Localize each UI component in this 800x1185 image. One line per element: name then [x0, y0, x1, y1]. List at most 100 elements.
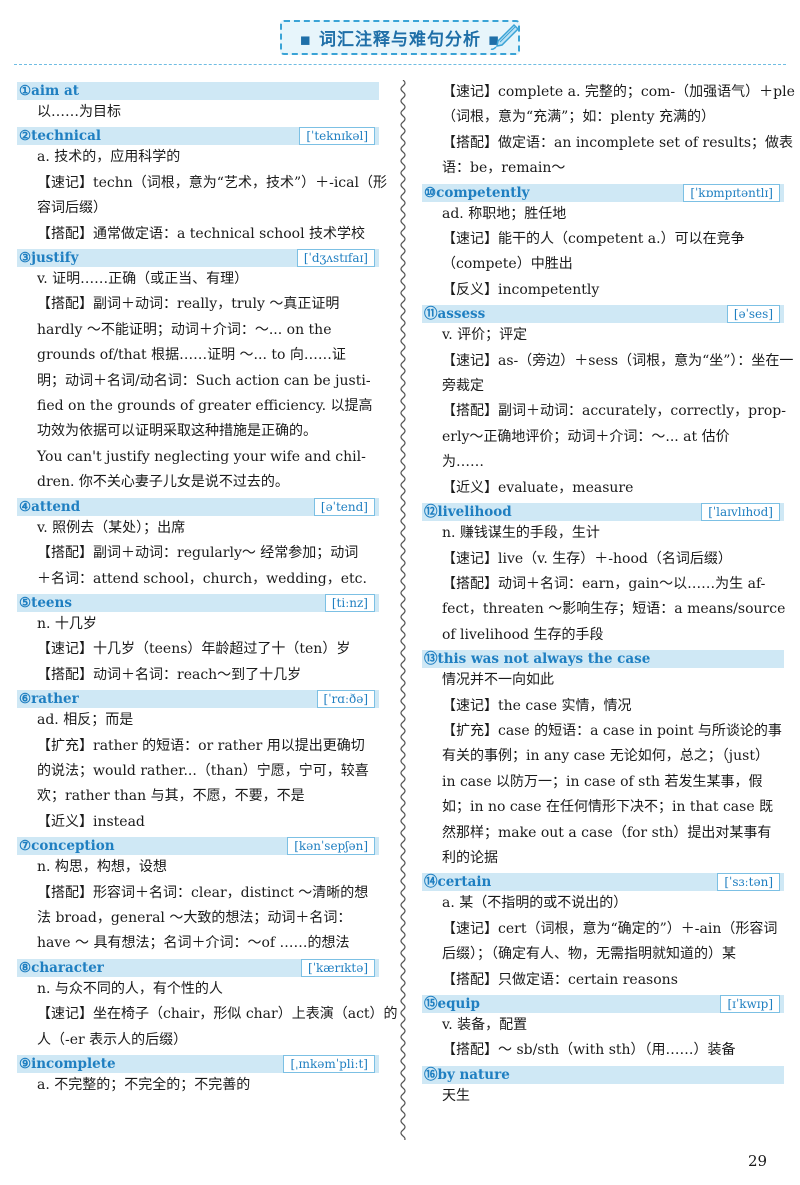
entry-heading: ⑮equip [ɪˈkwɪp]: [422, 995, 784, 1013]
entry-word: ⑦conception: [19, 838, 115, 855]
entry-line: a. 某（不指明的或不说出的）: [442, 895, 628, 912]
entry-line: n. 与众不同的人，有个性的人: [37, 980, 223, 997]
entry-heading: ②technical [ˈteknɪkəl]: [17, 127, 379, 146]
entry-phonetic: [ɪˈkwɪp]: [720, 995, 780, 1013]
entry-heading: ⑬this was not always the case: [422, 650, 784, 669]
entry-phonetic: [ˌɪnkəmˈpliːt]: [283, 1055, 375, 1073]
entry-line: 语：be，remain～: [442, 160, 566, 177]
entry-line: ＋名词：attend school，church，wedding，etc.: [37, 570, 367, 587]
entry-word: ⑫livelihood: [424, 504, 512, 521]
entry-line: 【搭配】副词＋动词：really，truly ～真正证明: [37, 296, 340, 313]
entry-line: 人（-er 表示人的后缀）: [37, 1031, 188, 1048]
entry-line: 【速记】cert（词根，意为“确定的”）＋-ain（形容词: [442, 920, 778, 937]
entry-line: 【搭配】动词＋名词：earn，gain～以……为生 af-: [442, 575, 766, 592]
entry-word: ⑤teens: [19, 594, 72, 611]
section-header: ▪ 词汇注释与难句分析 ▪: [0, 18, 800, 55]
entry-word: ⑬this was not always the case: [424, 651, 651, 668]
entry-line: 【搭配】副词＋动词：accurately，correctly，prop-: [442, 403, 786, 420]
entry-word: ⑮equip: [424, 996, 480, 1012]
entry-heading: ⑩competently [ˈkɒmpɪtəntlɪ]: [422, 183, 784, 202]
entry-heading: ⑪assess[əˈses]: [422, 305, 784, 324]
entry-phonetic: [kənˈsepʃən]: [287, 837, 375, 856]
entry-line: v. 装备，配置: [442, 1017, 528, 1033]
entry-line: （词根，意为“充满”；如：plenty 充满的）: [442, 109, 716, 126]
entry-line: 【搭配】形容词＋名词：clear，distinct ～清晰的想: [37, 884, 369, 901]
entry-line: fect，threaten ～影响生存；短语：a means/source: [442, 601, 786, 618]
entry-line: dren. 你不关心妻子儿女是说不过去的。: [37, 474, 289, 491]
entry-word: ⑥rather: [19, 691, 79, 708]
entry-line: 为……: [442, 454, 484, 471]
entry-heading: ④attend[əˈtend]: [17, 497, 379, 516]
entry-heading: ⑧character [ˈkærɪktə]: [17, 958, 379, 977]
entry-phonetic: [əˈses]: [726, 305, 780, 324]
entry-line: v. 评价；评定: [442, 327, 528, 344]
entry-line: 【搭配】做定语：an incomplete set of results；做表: [442, 134, 794, 151]
entry-word: ⑯by nature: [424, 1066, 510, 1083]
entry-line: v. 照例去（某处）；出席: [37, 519, 186, 536]
entry-word: ②technical: [19, 128, 102, 145]
entry-line: 利的论据: [442, 849, 498, 866]
entry-heading: ⑨incomplete [ˌɪnkəmˈpliːt]: [17, 1055, 379, 1073]
entry-line: 【速记】complete a. 完整的；com-（加强语气）＋ple: [442, 84, 795, 100]
entry-line: 【扩充】case 的短语：a case in point 与所谈论的事: [442, 722, 782, 739]
entry-line: 【搭配】动词＋名词：reach～到了十几岁: [37, 666, 302, 683]
entry-word: ⑨incomplete: [19, 1056, 116, 1072]
entry-phonetic: [ˈteknɪkəl]: [299, 127, 375, 146]
entry-heading: ⑦conception [kənˈsepʃən]: [17, 837, 379, 856]
entry-word: ①aim at: [19, 83, 79, 99]
entry-line: 容词后缀）: [37, 200, 107, 217]
entry-line: 【搭配】只做定语：certain reasons: [442, 971, 678, 988]
entry-line: 以……为目标: [37, 104, 121, 120]
entry-line: 【速记】as-（旁边）＋sess（词根，意为“坐”）：坐在一: [442, 352, 794, 369]
entry-word: ⑩competently: [424, 184, 530, 201]
entry-heading: ⑭certain[ˈsɜːtən]: [422, 873, 784, 892]
entry-line: 明；动词＋名词/动名词：Such action can be justi-: [37, 372, 371, 389]
entry-line: 欢；rather than 与其，不愿，不要，不是: [37, 788, 305, 805]
entry-line: in case 以防万一；in case of sth 若发生某事，假: [442, 773, 763, 790]
entry-line: （compete）中胜出: [442, 256, 573, 273]
entry-heading: ①aim at: [17, 82, 379, 100]
entry-line: hardly ～不能证明；动词＋介词：～... on the: [37, 321, 332, 338]
pen-icon: [490, 23, 520, 50]
entry-line: 如；in no case 在任何情形下决不；in that case 既: [442, 799, 774, 816]
entry-line: 【搭配】通常做定语：a technical school 技术学校: [37, 225, 366, 242]
entry-line: 后缀）；（确定有人、物，无需指明就知道的）某: [442, 946, 736, 963]
entry-line: 【速记】live（v. 生存）＋-hood（名词后缀）: [442, 550, 732, 567]
header-rule: [14, 64, 786, 65]
entry-line: 法 broad，general ～大致的想法；动词＋名词：: [37, 909, 352, 926]
entry-word: ⑧character: [19, 959, 104, 976]
entry-line: 天生: [442, 1087, 470, 1104]
entry-phonetic: [ˈsɜːtən]: [717, 873, 780, 892]
entry-line: ad. 称职地；胜任地: [442, 205, 567, 222]
entry-line: of livelihood 生存的手段: [442, 626, 604, 643]
entry-phonetic: [ˈkærɪktə]: [301, 958, 375, 977]
entry-line: 功效为依据可以证明采取这种措施是正确的。: [37, 423, 317, 440]
entry-heading: ⑥rather [ˈrɑːðə]: [17, 690, 379, 709]
entry-line: grounds of/that 根据……证明 ～... to 向……证: [37, 347, 346, 364]
entry-line: You can't justify neglecting your wife a…: [37, 448, 366, 465]
entry-line: 【速记】十几岁（teens）年龄超过了十（ten）岁: [37, 641, 351, 658]
entry-line: a. 不完整的；不完全的；不完善的: [37, 1077, 251, 1093]
entry-line: 情况并不一向如此: [442, 672, 554, 689]
entry-phonetic: [ˈdʒʌstɪfaɪ]: [296, 249, 375, 268]
entry-line: 然那样；make out a case（for sth）提出对某事有: [442, 824, 772, 841]
entry-line: 【近义】evaluate，measure: [442, 479, 634, 496]
entry-line: ad. 相反；而是: [37, 712, 134, 729]
entry-heading: ⑤teens[tiːnz]: [17, 593, 379, 612]
entry-line: fied on the grounds of greater efficienc…: [37, 398, 373, 415]
entry-line: 【反义】incompetently: [442, 281, 600, 298]
column-divider: [400, 80, 406, 1140]
entry-phonetic: [ˈlaɪvlɪhʊd]: [701, 503, 780, 522]
entry-line: n. 赚钱谋生的手段，生计: [442, 525, 600, 542]
entry-line: 【速记】坐在椅子（chair，形似 char）上表演（act）的: [37, 1006, 398, 1023]
entry-phonetic: [ˈrɑːðə]: [316, 690, 375, 709]
entry-phonetic: [əˈtend]: [313, 497, 375, 516]
page-number: 29: [748, 1152, 768, 1170]
entry-phonetic: [ˈkɒmpɪtəntlɪ]: [683, 183, 780, 202]
entry-line: 【搭配】副词＋动词：regularly～ 经常参加；动词: [37, 545, 359, 562]
entry-line: n. 构思，构想，设想: [37, 859, 167, 876]
entry-line: 【速记】techn（词根，意为“艺术，技术”）＋-ical（形: [37, 174, 387, 191]
entry-line: 的说法；would rather...（than）宁愿，宁可，较喜: [37, 762, 369, 779]
entry-line: 【搭配】～ sb/sth（with sth）（用……）装备: [442, 1042, 736, 1059]
entry-line: 有关的事例；in any case 无论如何，总之；（just）: [442, 748, 769, 765]
